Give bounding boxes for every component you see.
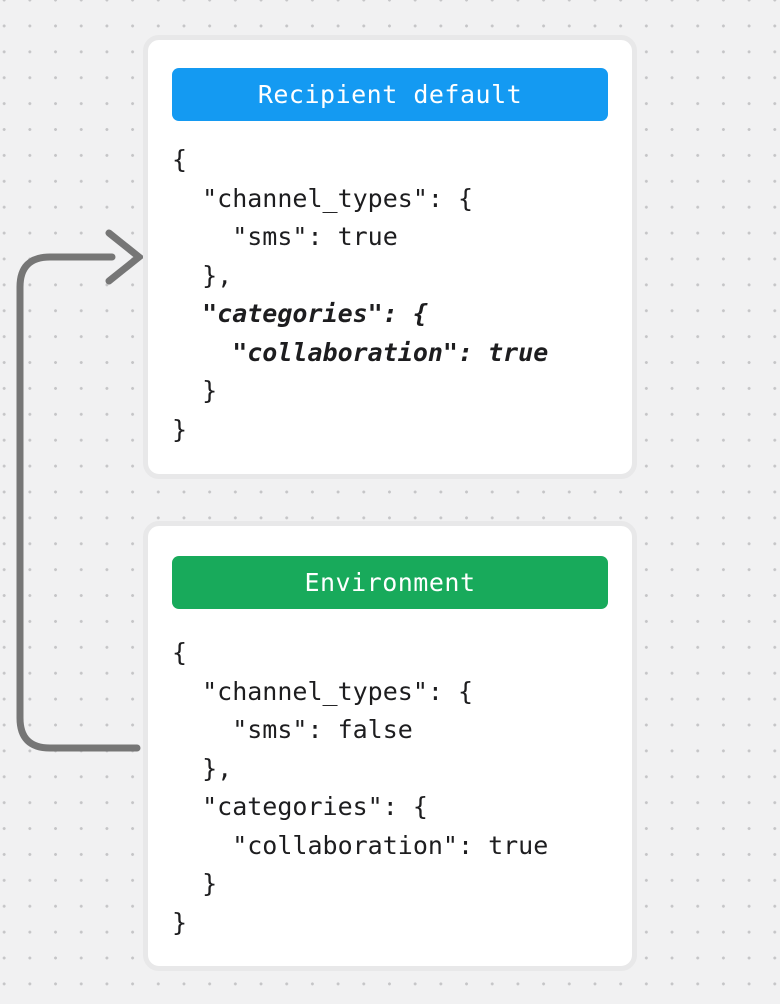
card-header-recipient-default: Recipient default <box>172 68 608 121</box>
code-line: }, <box>172 260 233 290</box>
code-line: } <box>172 869 218 898</box>
flow-arrow-shaft <box>16 253 141 752</box>
flow-arrow-head <box>105 229 145 285</box>
code-line: { <box>172 638 188 667</box>
code-line: "sms": true <box>172 222 398 251</box>
code-line: "collaboration": true <box>172 337 549 367</box>
code-line: { <box>172 145 188 174</box>
code-line: "channel_types": { <box>172 183 474 213</box>
card-environment: Environment { "channel_types": { "sms": … <box>143 521 637 971</box>
card-recipient-default: Recipient default { "channel_types": { "… <box>143 35 637 479</box>
code-line: "categories": { <box>172 299 428 328</box>
json-code-environment: { "channel_types": { "sms": false }, "ca… <box>172 634 608 942</box>
card-header-environment: Environment <box>172 556 608 609</box>
code-line: }, <box>172 753 233 783</box>
code-line: } <box>172 414 188 444</box>
code-line: } <box>172 907 188 937</box>
code-line: } <box>172 376 218 405</box>
code-line: "channel_types": { <box>172 676 474 706</box>
code-line: "collaboration": true <box>172 830 549 860</box>
json-code-recipient-default: { "channel_types": { "sms": true }, "cat… <box>172 141 608 449</box>
code-line: "categories": { <box>172 792 428 821</box>
code-line: "sms": false <box>172 715 413 744</box>
